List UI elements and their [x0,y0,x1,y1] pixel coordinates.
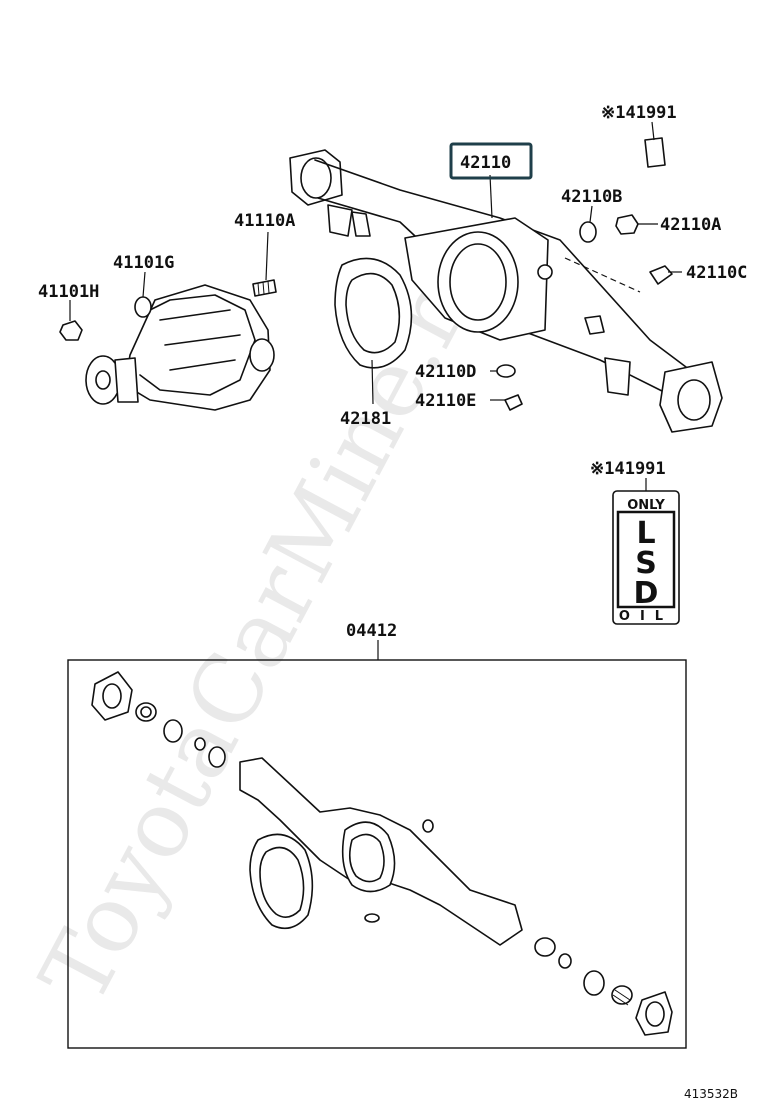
differential-carrier-drawing [85,284,275,411]
label-04412: 04412 [346,621,397,641]
label-41991-top: ※141991 [601,103,677,123]
lsd-plate-letter-l: L [636,516,655,551]
lsd-oil-label-plate: ONLY L S D OIL [612,490,680,625]
fasteners-drawing [59,137,673,411]
label-41101G: 41101G [113,253,174,273]
lsd-plate-bottom-text: OIL [619,609,673,624]
label-42181: 42181 [340,409,391,429]
label-42110D: 42110D [415,362,476,382]
gasket-42181-drawing [334,257,413,369]
lsd-plate-letter-s: S [635,546,657,581]
kit-contents-drawing [91,671,673,1036]
label-42110E: 42110E [415,391,476,411]
label-42110A-right: 42110A [660,215,721,235]
lsd-plate-top-text: ONLY [627,498,665,513]
label-42110C: 42110C [686,263,747,283]
axle-housing-drawing [289,149,723,433]
lsd-plate-letter-d: D [634,576,659,611]
kit-04412-box [67,659,687,1049]
label-41101H: 41101H [38,282,99,302]
diagram-id: 413532B [684,1087,738,1101]
highlight-box-42110 [449,142,533,180]
label-41110A: 41110A [234,211,295,231]
label-42110[interactable]: 42110 [460,153,511,173]
label-42110B: 42110B [561,187,622,207]
leader-lines [69,121,682,660]
label-41991-lsd: ※141991 [590,459,666,479]
